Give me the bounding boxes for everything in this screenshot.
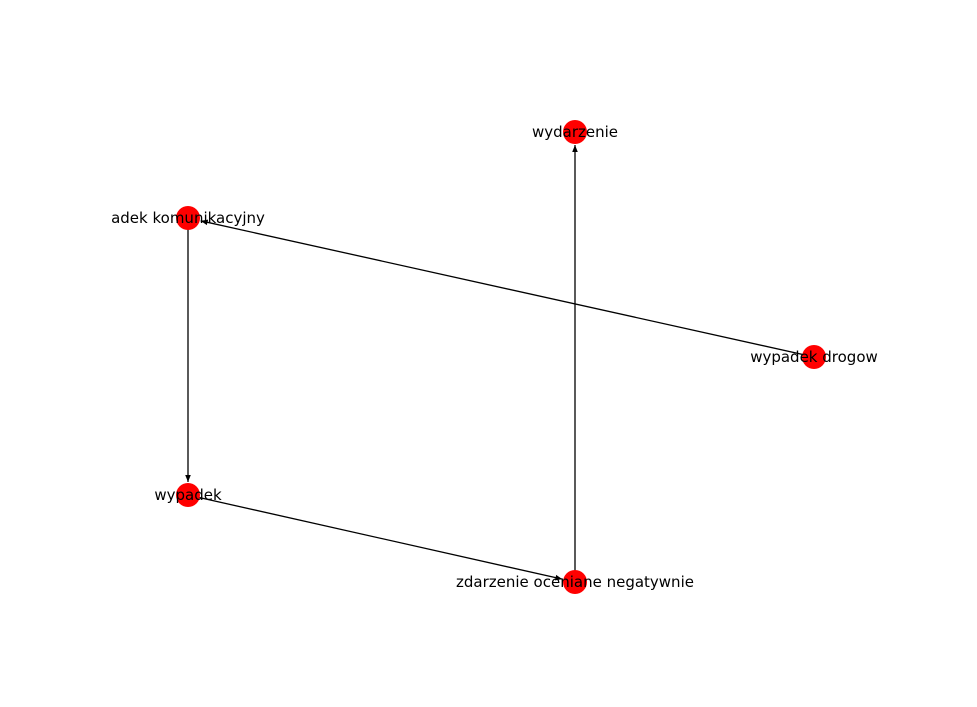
labels-layer: wydarzenie adek komunikacyjny wypadek drog… [111, 123, 878, 591]
edge-wypadek-to-zdarzenie-oceniane-negatywnie [187, 494, 563, 581]
node-label-wypadek-drogowy: wypadek drogow [750, 348, 878, 366]
edge-wypadek-drogowy-to-wypadek-komunikacyjny [200, 219, 815, 358]
node-label-wydarzenie: wydarzenie [532, 123, 618, 141]
node-wydarzenie [563, 120, 587, 144]
node-zdarzenie-oceniane-negatywnie [563, 570, 587, 594]
node-label-wypadek-komunikacyjny: adek komunikacyjny [111, 209, 265, 227]
node-wypadek-komunikacyjny [176, 206, 200, 230]
node-wypadek [176, 483, 200, 507]
nodes-layer [176, 120, 826, 594]
node-label-zdarzenie-oceniane-negatywnie: zdarzenie oceniane negatywnie [456, 573, 694, 591]
edges-layer [185, 145, 815, 582]
node-label-wypadek: wypadek [154, 486, 222, 504]
node-wypadek-drogowy [802, 345, 826, 369]
